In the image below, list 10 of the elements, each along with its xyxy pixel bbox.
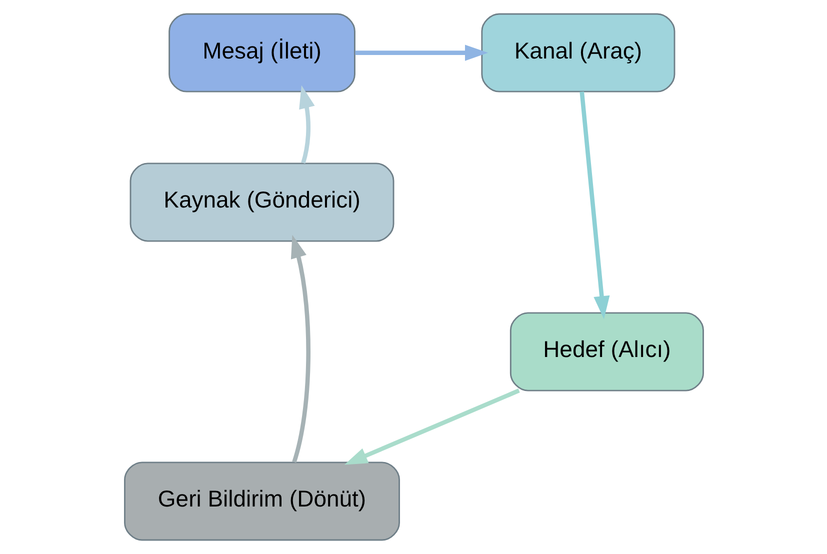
node-box: Geri Bildirim (Dönüt): [124, 462, 400, 541]
arrow: [344, 388, 520, 465]
arrow: [354, 44, 488, 61]
arrow: [298, 85, 314, 164]
arrow: [290, 234, 310, 463]
node-box: Hedef (Alıcı): [509, 312, 704, 392]
node-box: Kaynak (Gönderici): [129, 162, 394, 242]
node-box: Mesaj (İleti): [168, 13, 355, 92]
node-box: Kanal (Araç): [480, 13, 675, 92]
arrow: [579, 92, 610, 320]
